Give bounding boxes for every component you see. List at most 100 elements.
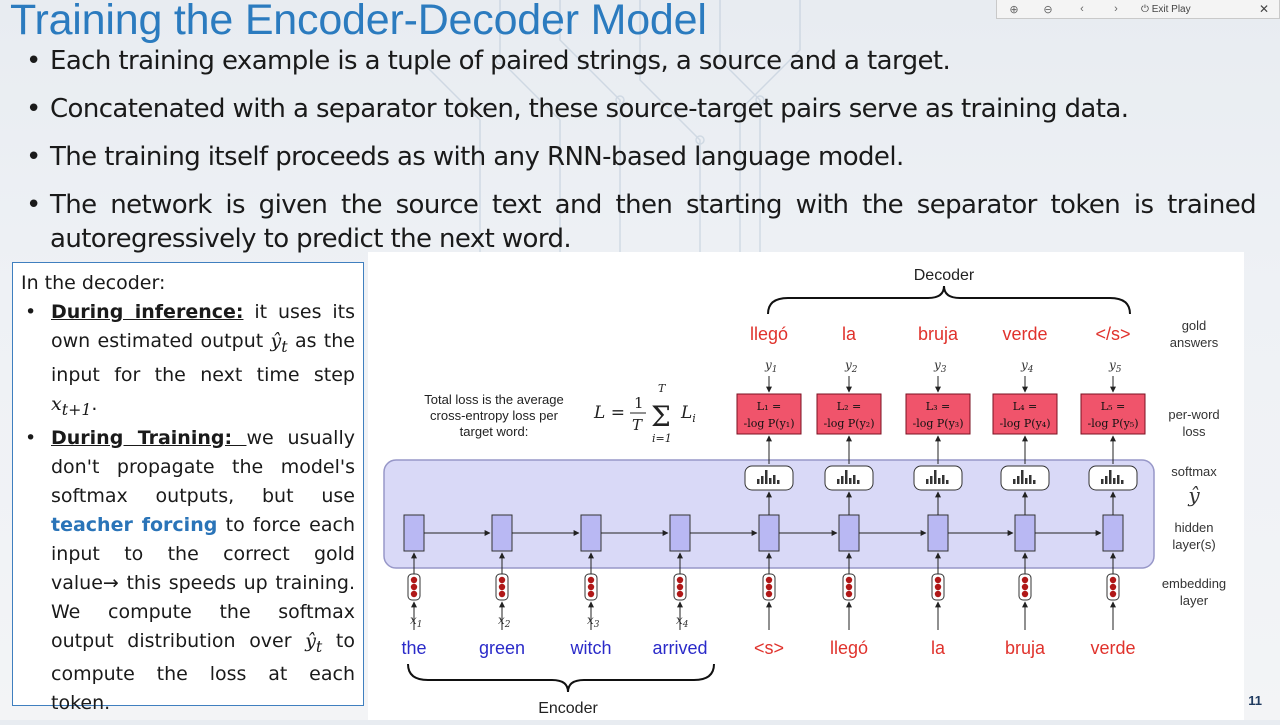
- zoom-in-icon[interactable]: ⊕: [1009, 3, 1019, 16]
- softmax-label: softmax: [1171, 464, 1217, 479]
- y-hat-sub: t: [281, 336, 288, 356]
- loss-formula: L₃ =: [926, 400, 950, 413]
- input-word: bruja: [1005, 638, 1046, 658]
- softmax-bar: [761, 476, 764, 484]
- y-label: y5: [1108, 358, 1122, 375]
- forward-icon[interactable]: ›: [1114, 3, 1118, 15]
- softmax-bar: [934, 470, 937, 484]
- hidden-node: [1014, 514, 1036, 552]
- gold-word: llegó: [750, 324, 788, 344]
- loss-box: [992, 393, 1058, 435]
- training-text-2: to force each input to the correct gold …: [51, 513, 356, 594]
- bullet-item: Concatenated with a separator token, the…: [24, 92, 1256, 126]
- softmax-bar: [765, 470, 768, 484]
- embedding-dot: [410, 583, 418, 591]
- embedding-dot: [934, 576, 942, 584]
- embedding-label: layer: [1180, 593, 1209, 608]
- loss-formula: -log P(y₃): [912, 417, 963, 430]
- hidden-node: [1102, 514, 1124, 552]
- training-label: During Training:: [51, 426, 247, 449]
- embedding-dot: [1109, 576, 1117, 584]
- encoder-brace: [407, 663, 715, 693]
- softmax-bar: [857, 480, 860, 484]
- gold-word: </s>: [1095, 324, 1130, 344]
- encoder-decoder-figure: Decoder Encoder Total loss is the averag…: [368, 252, 1244, 720]
- embedding-dot: [410, 590, 418, 598]
- loss-box: [905, 393, 971, 435]
- y-label: y4: [1020, 358, 1034, 375]
- softmax-bar: [1013, 479, 1016, 484]
- per-word-loss-label: loss: [1182, 424, 1206, 439]
- close-icon[interactable]: ✕: [1258, 2, 1269, 16]
- softmax-bar: [1029, 475, 1032, 484]
- y-hat-glyph: ŷ: [305, 629, 316, 652]
- embedding-dot: [845, 583, 853, 591]
- input-word: la: [931, 638, 946, 658]
- y-label: y3: [933, 358, 947, 375]
- embedding-dot: [676, 576, 684, 584]
- embedding-dot: [587, 583, 595, 591]
- embedding-dot: [498, 583, 506, 591]
- decoder-notes-heading: In the decoder:: [21, 272, 166, 294]
- input-word: green: [479, 638, 525, 658]
- training-text-3: this speeds up training. We compute the …: [51, 571, 355, 652]
- softmax-bar: [1025, 478, 1028, 484]
- y-hat-symbol: ŷt: [305, 629, 323, 656]
- hidden-label: layer(s): [1172, 537, 1215, 552]
- hidden-node: [927, 514, 949, 552]
- hidden-label: hidden: [1174, 520, 1213, 535]
- softmax-bar: [1017, 476, 1020, 484]
- arrow-icon: →: [102, 571, 119, 594]
- softmax-bar: [849, 478, 852, 484]
- slide-title: Training the Encoder-Decoder Model: [10, 0, 707, 44]
- y-hat-glyph: ŷ: [270, 330, 282, 352]
- loss-formula: L₁ =: [757, 400, 781, 413]
- inference-end: .: [91, 392, 98, 415]
- bullet-list: Each training example is a tuple of pair…: [24, 44, 1257, 270]
- exit-play-button[interactable]: ⏻ Exit Play: [1141, 3, 1191, 15]
- bullet-item: The training itself proceeds as with any…: [24, 140, 1256, 174]
- loss-formula-one: 1: [634, 394, 644, 412]
- loss-note-line: target word:: [460, 424, 529, 439]
- zoom-out-icon[interactable]: ⊖: [1043, 3, 1053, 16]
- softmax-bar: [773, 475, 776, 484]
- bullet-item: Each training example is a tuple of pair…: [24, 44, 1256, 78]
- loss-formula-li: Li: [680, 403, 696, 425]
- softmax-bar: [930, 476, 933, 484]
- input-word: verde: [1090, 638, 1135, 658]
- loss-formula: -log P(y₂): [823, 417, 874, 430]
- embedding-dot: [765, 576, 773, 584]
- input-word: witch: [569, 638, 611, 658]
- softmax-bar: [853, 475, 856, 484]
- embedding-dot: [676, 583, 684, 591]
- hidden-node: [403, 514, 425, 552]
- embedding-dot: [587, 576, 595, 584]
- loss-formula-lhs: L =: [593, 403, 625, 423]
- loss-box: [1080, 393, 1146, 435]
- y-label: y1: [764, 358, 778, 375]
- softmax-bar: [757, 479, 760, 484]
- inference-note: During inference: it uses its own estima…: [21, 298, 355, 424]
- x-label: x4: [676, 613, 689, 630]
- loss-formula: -log P(y₅): [1087, 417, 1138, 430]
- softmax-bar: [1117, 475, 1120, 484]
- back-icon[interactable]: ‹: [1080, 3, 1084, 15]
- gold-label: answers: [1170, 335, 1219, 350]
- training-text-1: we usually don't propagate the model's s…: [51, 426, 355, 507]
- gold-label: gold: [1182, 318, 1207, 333]
- y-hat-sub: t: [315, 636, 323, 656]
- hidden-node: [491, 514, 513, 552]
- sum-symbol: Σ: [651, 400, 671, 433]
- y-hat-label: ŷ: [1187, 483, 1200, 507]
- embedding-dot: [498, 576, 506, 584]
- loss-formula: L₅ =: [1101, 400, 1125, 413]
- embedding-dot: [845, 576, 853, 584]
- bullet-item: The network is given the source text and…: [24, 188, 1257, 256]
- x-glyph: x: [51, 392, 62, 415]
- softmax-bar: [1021, 470, 1024, 484]
- softmax-bar: [837, 479, 840, 484]
- inference-text: it uses its own estimated output: [51, 301, 355, 352]
- input-word: arrived: [652, 638, 707, 658]
- inference-text-2: as the input for the next time step: [51, 330, 355, 386]
- embedding-dot: [1021, 576, 1029, 584]
